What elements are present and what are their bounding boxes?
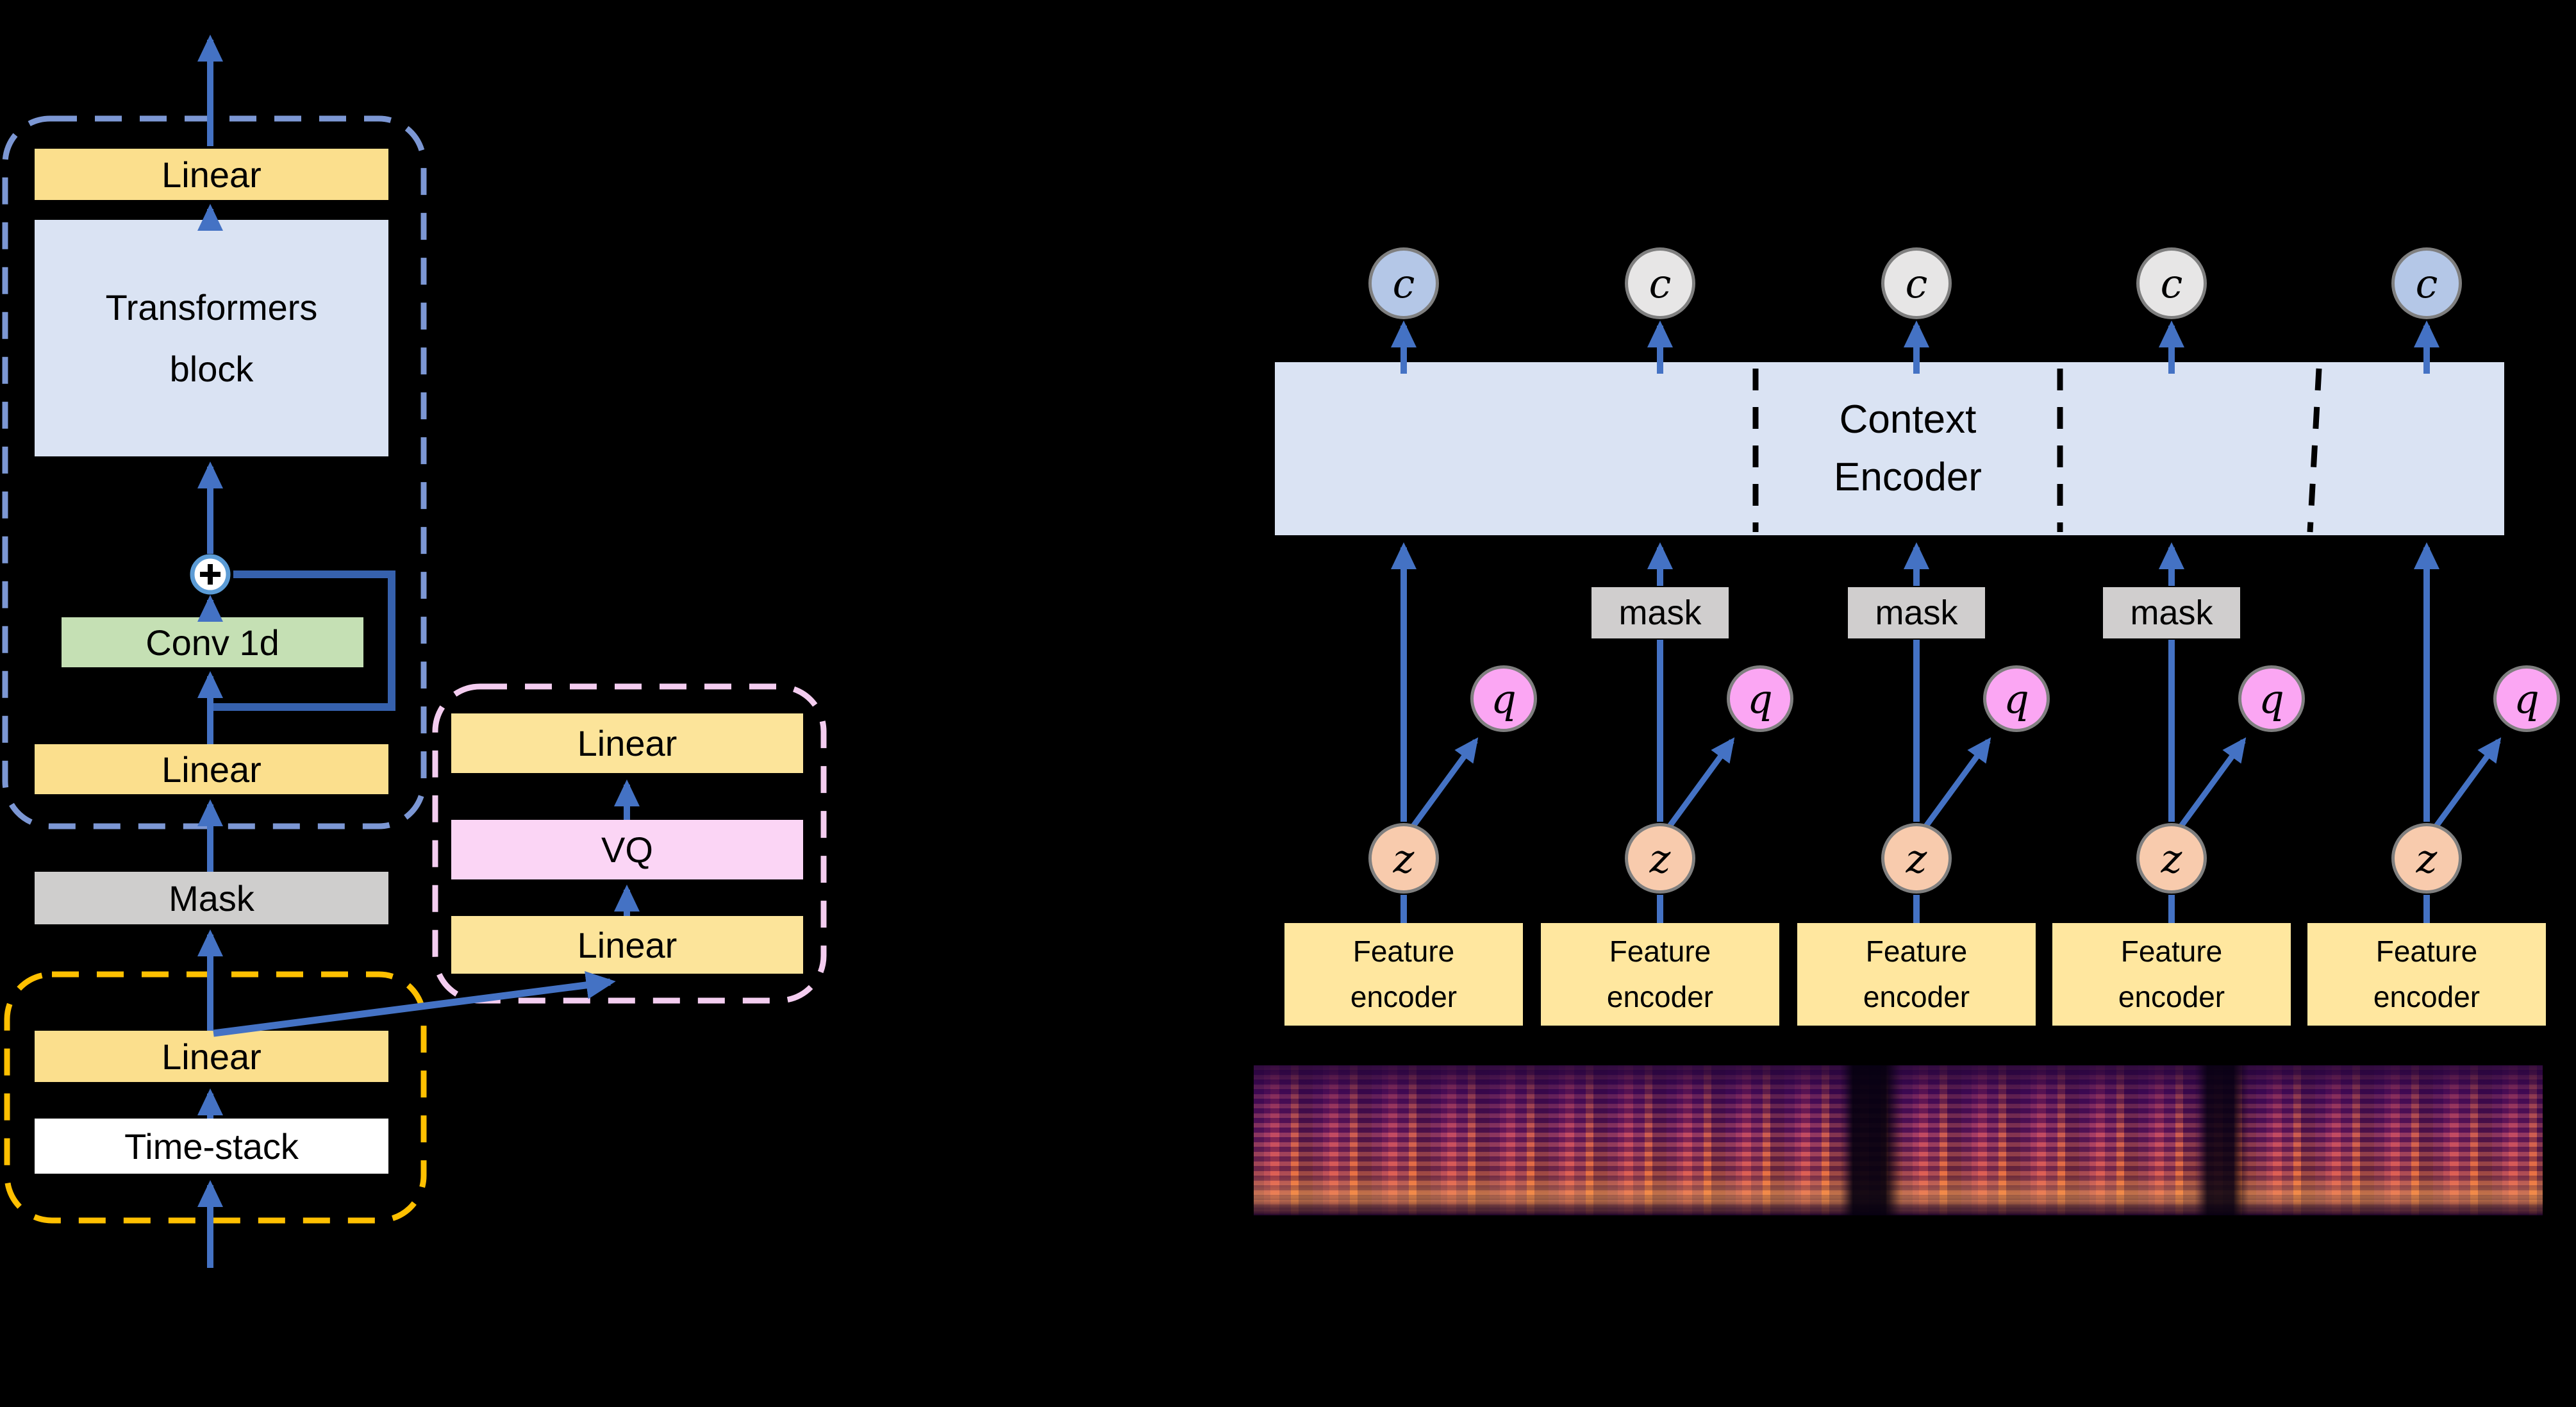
z-node-label: z [2416,835,2438,882]
vq-linear-top-label: Linear [577,723,677,763]
feature-encoder-label-line1: Feature [1609,934,1711,968]
q-node-4: q [2238,665,2305,732]
mask-token-label: mask [1618,594,1702,632]
c-node-1: c [1368,247,1439,319]
time-stack-box: Time-stack [35,1119,388,1174]
context-encoder-label: Context Encoder [1756,362,2060,535]
z-node-1: z [1368,823,1439,894]
mask-token-2: mask [1591,587,1729,638]
z-node-label: z [1649,835,1671,882]
encoder-dashed-border [2,115,427,829]
q-node-label: q [1747,675,1773,722]
z-node-4: z [2136,823,2207,894]
vq-linear-top-box: Linear [451,713,803,773]
arrow-z3-to-q3 [1923,737,1991,829]
feature-encoder-2: Feature encoder [1541,923,1779,1026]
q-node-label: q [2514,675,2539,722]
z-node-label: z [1393,835,1415,882]
mask-label: Mask [169,878,254,919]
feature-encoder-label-line2: encoder [2118,980,2225,1013]
transformers-label-line2: block [169,348,254,389]
arrow-z1-to-q1 [1410,737,1479,829]
time-stack-label: Time-stack [124,1126,299,1167]
vq-linear-bottom-label: Linear [577,924,677,965]
mask-token-label: mask [1875,594,1958,632]
feature-encoder-label-line1: Feature [1352,934,1455,968]
arrow-linear-to-quantizer [213,970,616,1037]
q-node-label: q [2004,675,2029,722]
linear-mid-label: Linear [162,749,262,790]
z-node-label: z [1906,835,1927,882]
quantizer-dashed-border [432,683,827,1004]
c-node-4: c [2136,247,2207,319]
audio-spectrogram [1254,1065,2543,1215]
transformers-block-box: Transformers block [35,220,388,456]
feature-encoder-label-line2: encoder [2373,980,2480,1013]
feature-encoder-label-line1: Feature [2120,934,2223,968]
context-label-line2: Encoder [1834,455,1982,499]
feature-encoder-4: Feature encoder [2052,923,2291,1026]
z-node-label: z [2161,835,2182,882]
feature-encoder-3: Feature encoder [1797,923,2036,1026]
arrow-z4-to-q4 [2178,737,2247,829]
context-separator-3 [2307,368,2322,533]
q-node-3: q [1983,665,2050,732]
q-node-1: q [1470,665,1537,732]
mask-token-4: mask [2103,587,2240,638]
vq-box: VQ [451,820,803,879]
c-node-label: c [2415,260,2438,307]
feature-encoder-label-line1: Feature [2375,934,2478,968]
linear-bottom-box: Linear [35,1031,388,1082]
linear-mid-box: Linear [35,744,388,794]
q-node-2: q [1727,665,1793,732]
c-node-label: c [1649,260,1672,307]
z-node-3: z [1881,823,1952,894]
q-node-label: q [1491,675,1517,722]
c-node-3: c [1881,247,1952,319]
c-node-label: c [1905,260,1928,307]
feature-encoder-1: Feature encoder [1284,923,1523,1026]
z-node-5: z [2391,823,2462,894]
vq-linear-bottom-box: Linear [451,916,803,974]
mask-token-3: mask [1848,587,1985,638]
arrow-z5-to-q5 [2433,737,2502,829]
feature-encoder-label-line2: encoder [1606,980,1714,1013]
feature-encoder-label-line2: encoder [1863,980,1970,1013]
frontend-dashed-border [4,971,427,1224]
c-node-label: c [1392,260,1415,307]
feature-encoder-label-line2: encoder [1350,980,1458,1013]
vq-label: VQ [601,829,653,870]
c-node-label: c [2160,260,2183,307]
residual-skip-connection [213,570,395,711]
context-label-line1: Context [1839,397,1977,442]
linear-top-label: Linear [162,154,262,195]
transformers-label-line1: Transformers [105,287,318,328]
feature-encoder-5: Feature encoder [2307,923,2546,1026]
c-node-5: c [2391,247,2462,319]
conv1d-label: Conv 1d [145,622,279,663]
mask-box: Mask [35,872,388,924]
context-encoder-box [1275,362,2504,535]
z-node-2: z [1625,823,1695,894]
c-node-2: c [1625,247,1695,319]
linear-top-box: Linear [35,149,388,200]
feature-encoder-label-line1: Feature [1865,934,1968,968]
q-node-5: q [2493,665,2560,732]
conv1d-box: Conv 1d [62,617,363,667]
linear-bottom-label: Linear [162,1036,262,1077]
arrow-z2-to-q2 [1666,737,1735,829]
mask-token-label: mask [2130,594,2213,632]
q-node-label: q [2259,675,2284,722]
